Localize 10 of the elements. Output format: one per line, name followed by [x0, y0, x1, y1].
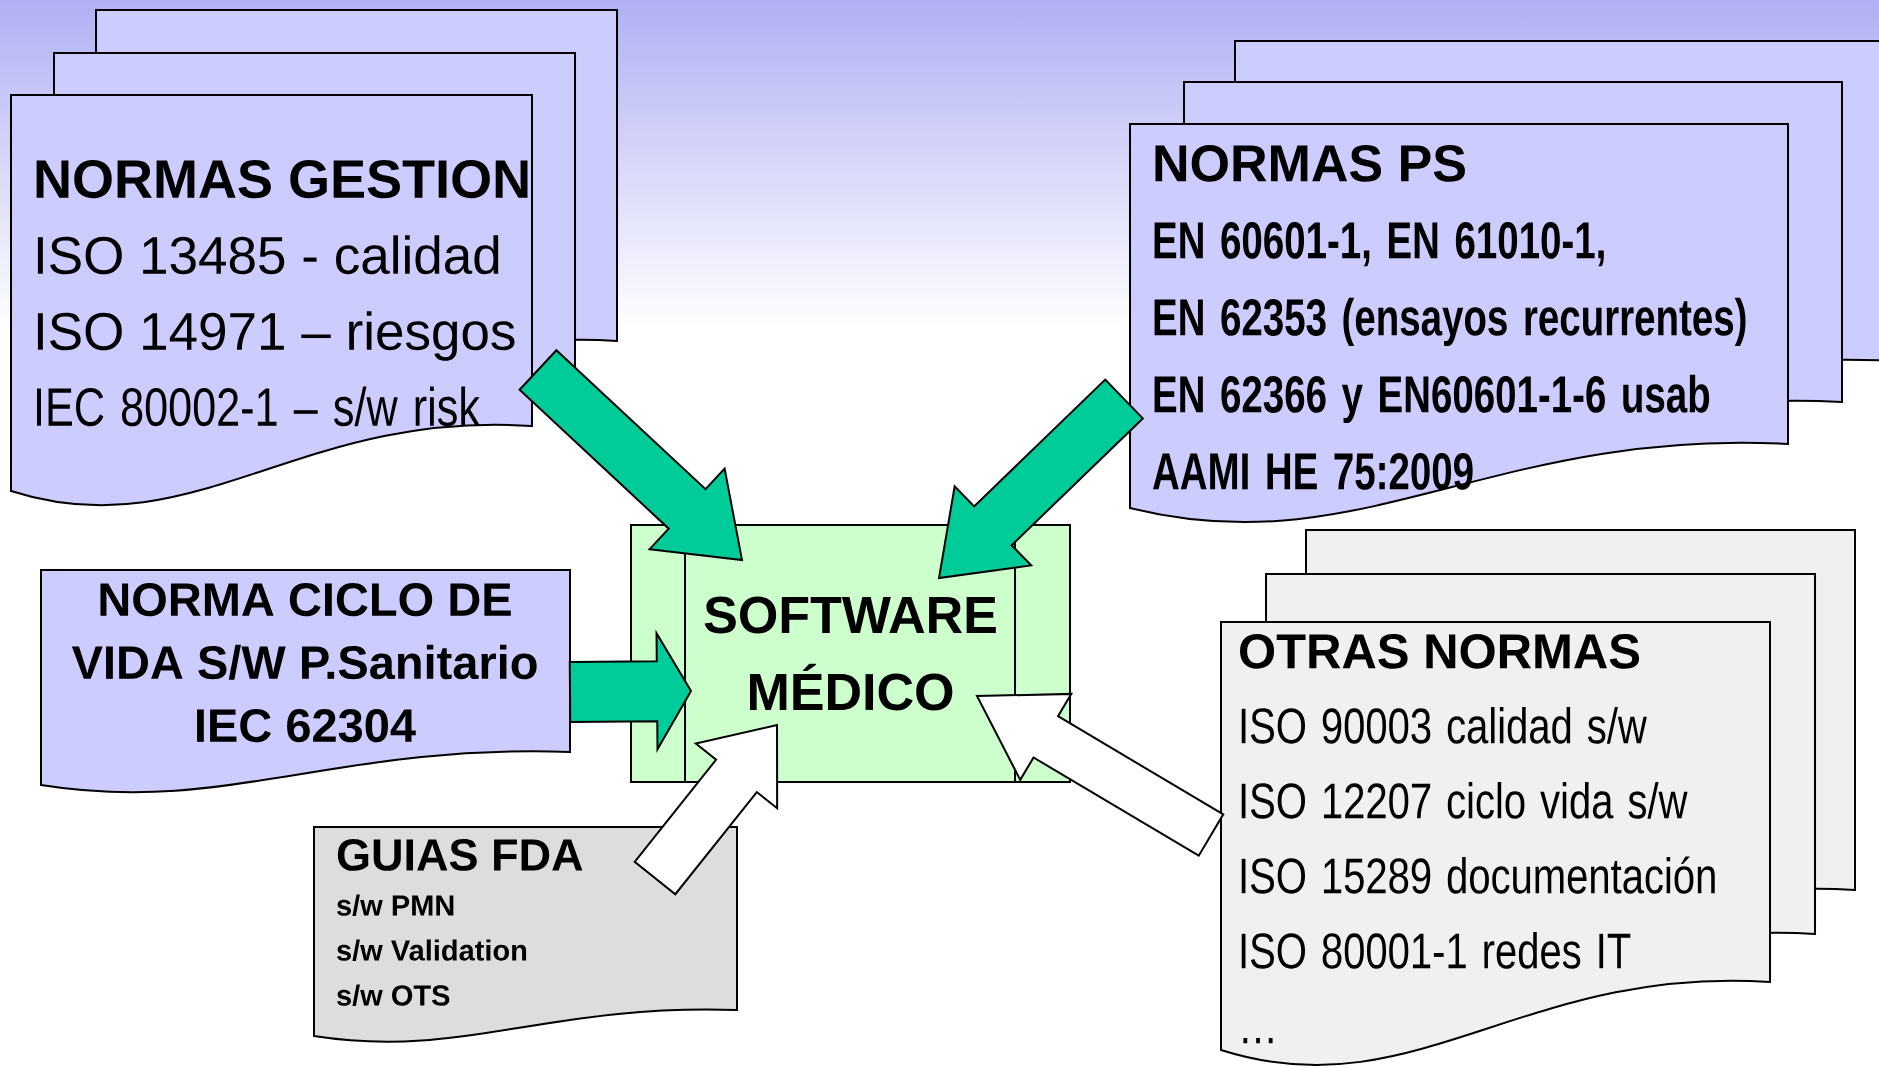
node-label: NORMAS PS [1155, 144, 1465, 182]
document-stack: OTRAS NORMAS ISO 90003 calidad s/w ISO 12207 ciclo vida s/w ISO 15289 documentación ISO 80001-1 redes IT … [1220, 529, 1856, 1066]
node-label: EN 62366 y EN60601-1-6 usab [1154, 374, 1710, 424]
node-label: AAMI HE 75:2009 [1152, 452, 1473, 490]
document-stack: NORMAS GESTION ISO 13485 - calidad ISO 14971 – riesgos IEC 80002-1 – s/w risk [10, 9, 618, 507]
block-arrow [568, 629, 693, 753]
block-arrow [633, 723, 779, 896]
node-label: EN 62353 (ensayos recurrentes) [1154, 297, 1746, 347]
node-label: EN 60601-1, EN 61010-1, [1154, 221, 1604, 267]
document-stack: NORMAS PS EN 60601-1, EN 61010-1, EN 62353 (ensayos recurrentes) EN 62366 y EN60601-1-6 usab AAMI HE 75:2009 [1129, 40, 1879, 524]
